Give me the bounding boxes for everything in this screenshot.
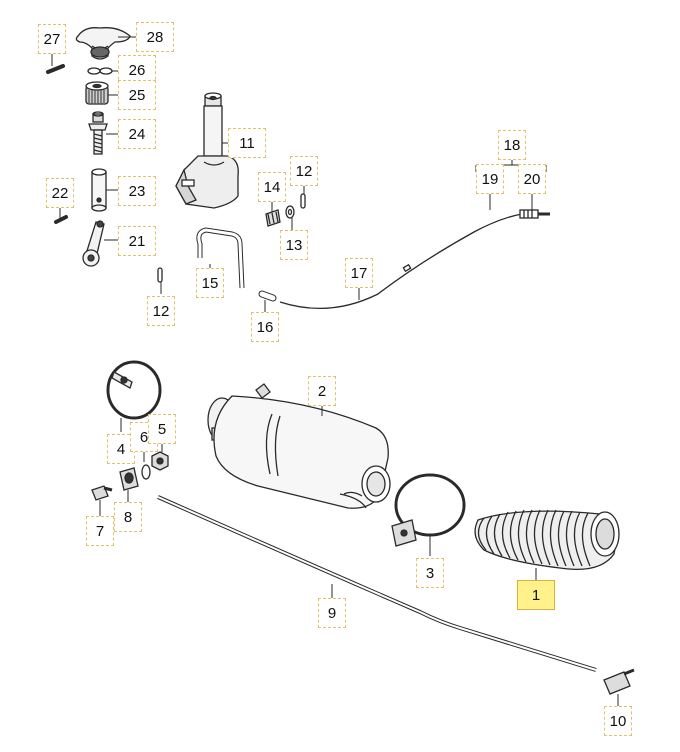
part-17-cable[interactable] bbox=[279, 213, 523, 309]
callout-13[interactable]: 13 bbox=[280, 230, 308, 260]
callout-10[interactable]: 10 bbox=[604, 706, 632, 736]
callout-23[interactable]: 23 bbox=[118, 176, 156, 206]
part-1-flexible-hose[interactable] bbox=[474, 509, 620, 571]
callout-1[interactable]: 1 bbox=[517, 580, 555, 610]
part-13-washer[interactable] bbox=[285, 205, 295, 219]
part-6-spring-washer[interactable] bbox=[141, 464, 151, 480]
callout-25[interactable]: 25 bbox=[118, 80, 156, 110]
part-8-connector[interactable] bbox=[119, 467, 139, 491]
callout-27[interactable]: 27 bbox=[38, 24, 66, 54]
part-23-sleeve[interactable] bbox=[91, 168, 107, 212]
callout-17[interactable]: 17 bbox=[345, 258, 373, 288]
part-25-knurled-nut[interactable] bbox=[85, 81, 109, 105]
part-9-rod[interactable] bbox=[157, 495, 597, 672]
callout-12-upper[interactable]: 12 bbox=[290, 156, 318, 186]
part-2-heater-box[interactable] bbox=[207, 383, 391, 509]
callout-21[interactable]: 21 bbox=[118, 226, 156, 256]
callout-2[interactable]: 2 bbox=[308, 376, 336, 406]
callout-19[interactable]: 19 bbox=[476, 164, 504, 194]
callout-12-lower[interactable]: 12 bbox=[147, 296, 175, 326]
callout-3[interactable]: 3 bbox=[416, 558, 444, 588]
callout-5[interactable]: 5 bbox=[148, 414, 176, 444]
part-10-fitting[interactable] bbox=[603, 668, 635, 695]
part-12-pin-lower[interactable] bbox=[157, 267, 163, 283]
callout-20[interactable]: 20 bbox=[518, 164, 546, 194]
callout-15[interactable]: 15 bbox=[196, 268, 224, 298]
part-20-cable-end[interactable] bbox=[519, 209, 550, 219]
part-15-bent-rod[interactable] bbox=[196, 227, 245, 289]
part-22-pin[interactable] bbox=[54, 215, 68, 224]
part-14-nipple[interactable] bbox=[265, 209, 281, 227]
callout-28[interactable]: 28 bbox=[136, 22, 174, 52]
callout-22[interactable]: 22 bbox=[46, 178, 74, 208]
part-5-nut[interactable] bbox=[151, 451, 169, 471]
part-21-lever[interactable] bbox=[82, 220, 105, 267]
part-16-pin[interactable] bbox=[258, 290, 277, 302]
callout-8[interactable]: 8 bbox=[114, 502, 142, 532]
callout-7[interactable]: 7 bbox=[86, 516, 114, 546]
leader-lines bbox=[51, 36, 619, 706]
callout-24[interactable]: 24 bbox=[118, 119, 156, 149]
part-12-pin-upper[interactable] bbox=[300, 193, 306, 209]
callout-11[interactable]: 11 bbox=[228, 128, 266, 158]
part-24-threaded-stud[interactable] bbox=[88, 111, 108, 155]
callout-18[interactable]: 18 bbox=[498, 130, 526, 160]
part-7-bolt[interactable] bbox=[91, 485, 113, 501]
callout-14[interactable]: 14 bbox=[258, 172, 286, 202]
part-11-lever-housing[interactable] bbox=[175, 92, 239, 209]
part-4-clamp[interactable] bbox=[106, 360, 162, 420]
callout-16[interactable]: 16 bbox=[251, 312, 279, 342]
part-28-knob[interactable] bbox=[75, 27, 131, 60]
part-3-clamp[interactable] bbox=[391, 473, 466, 547]
part-27-pin[interactable] bbox=[46, 64, 65, 74]
callout-9[interactable]: 9 bbox=[318, 598, 346, 628]
